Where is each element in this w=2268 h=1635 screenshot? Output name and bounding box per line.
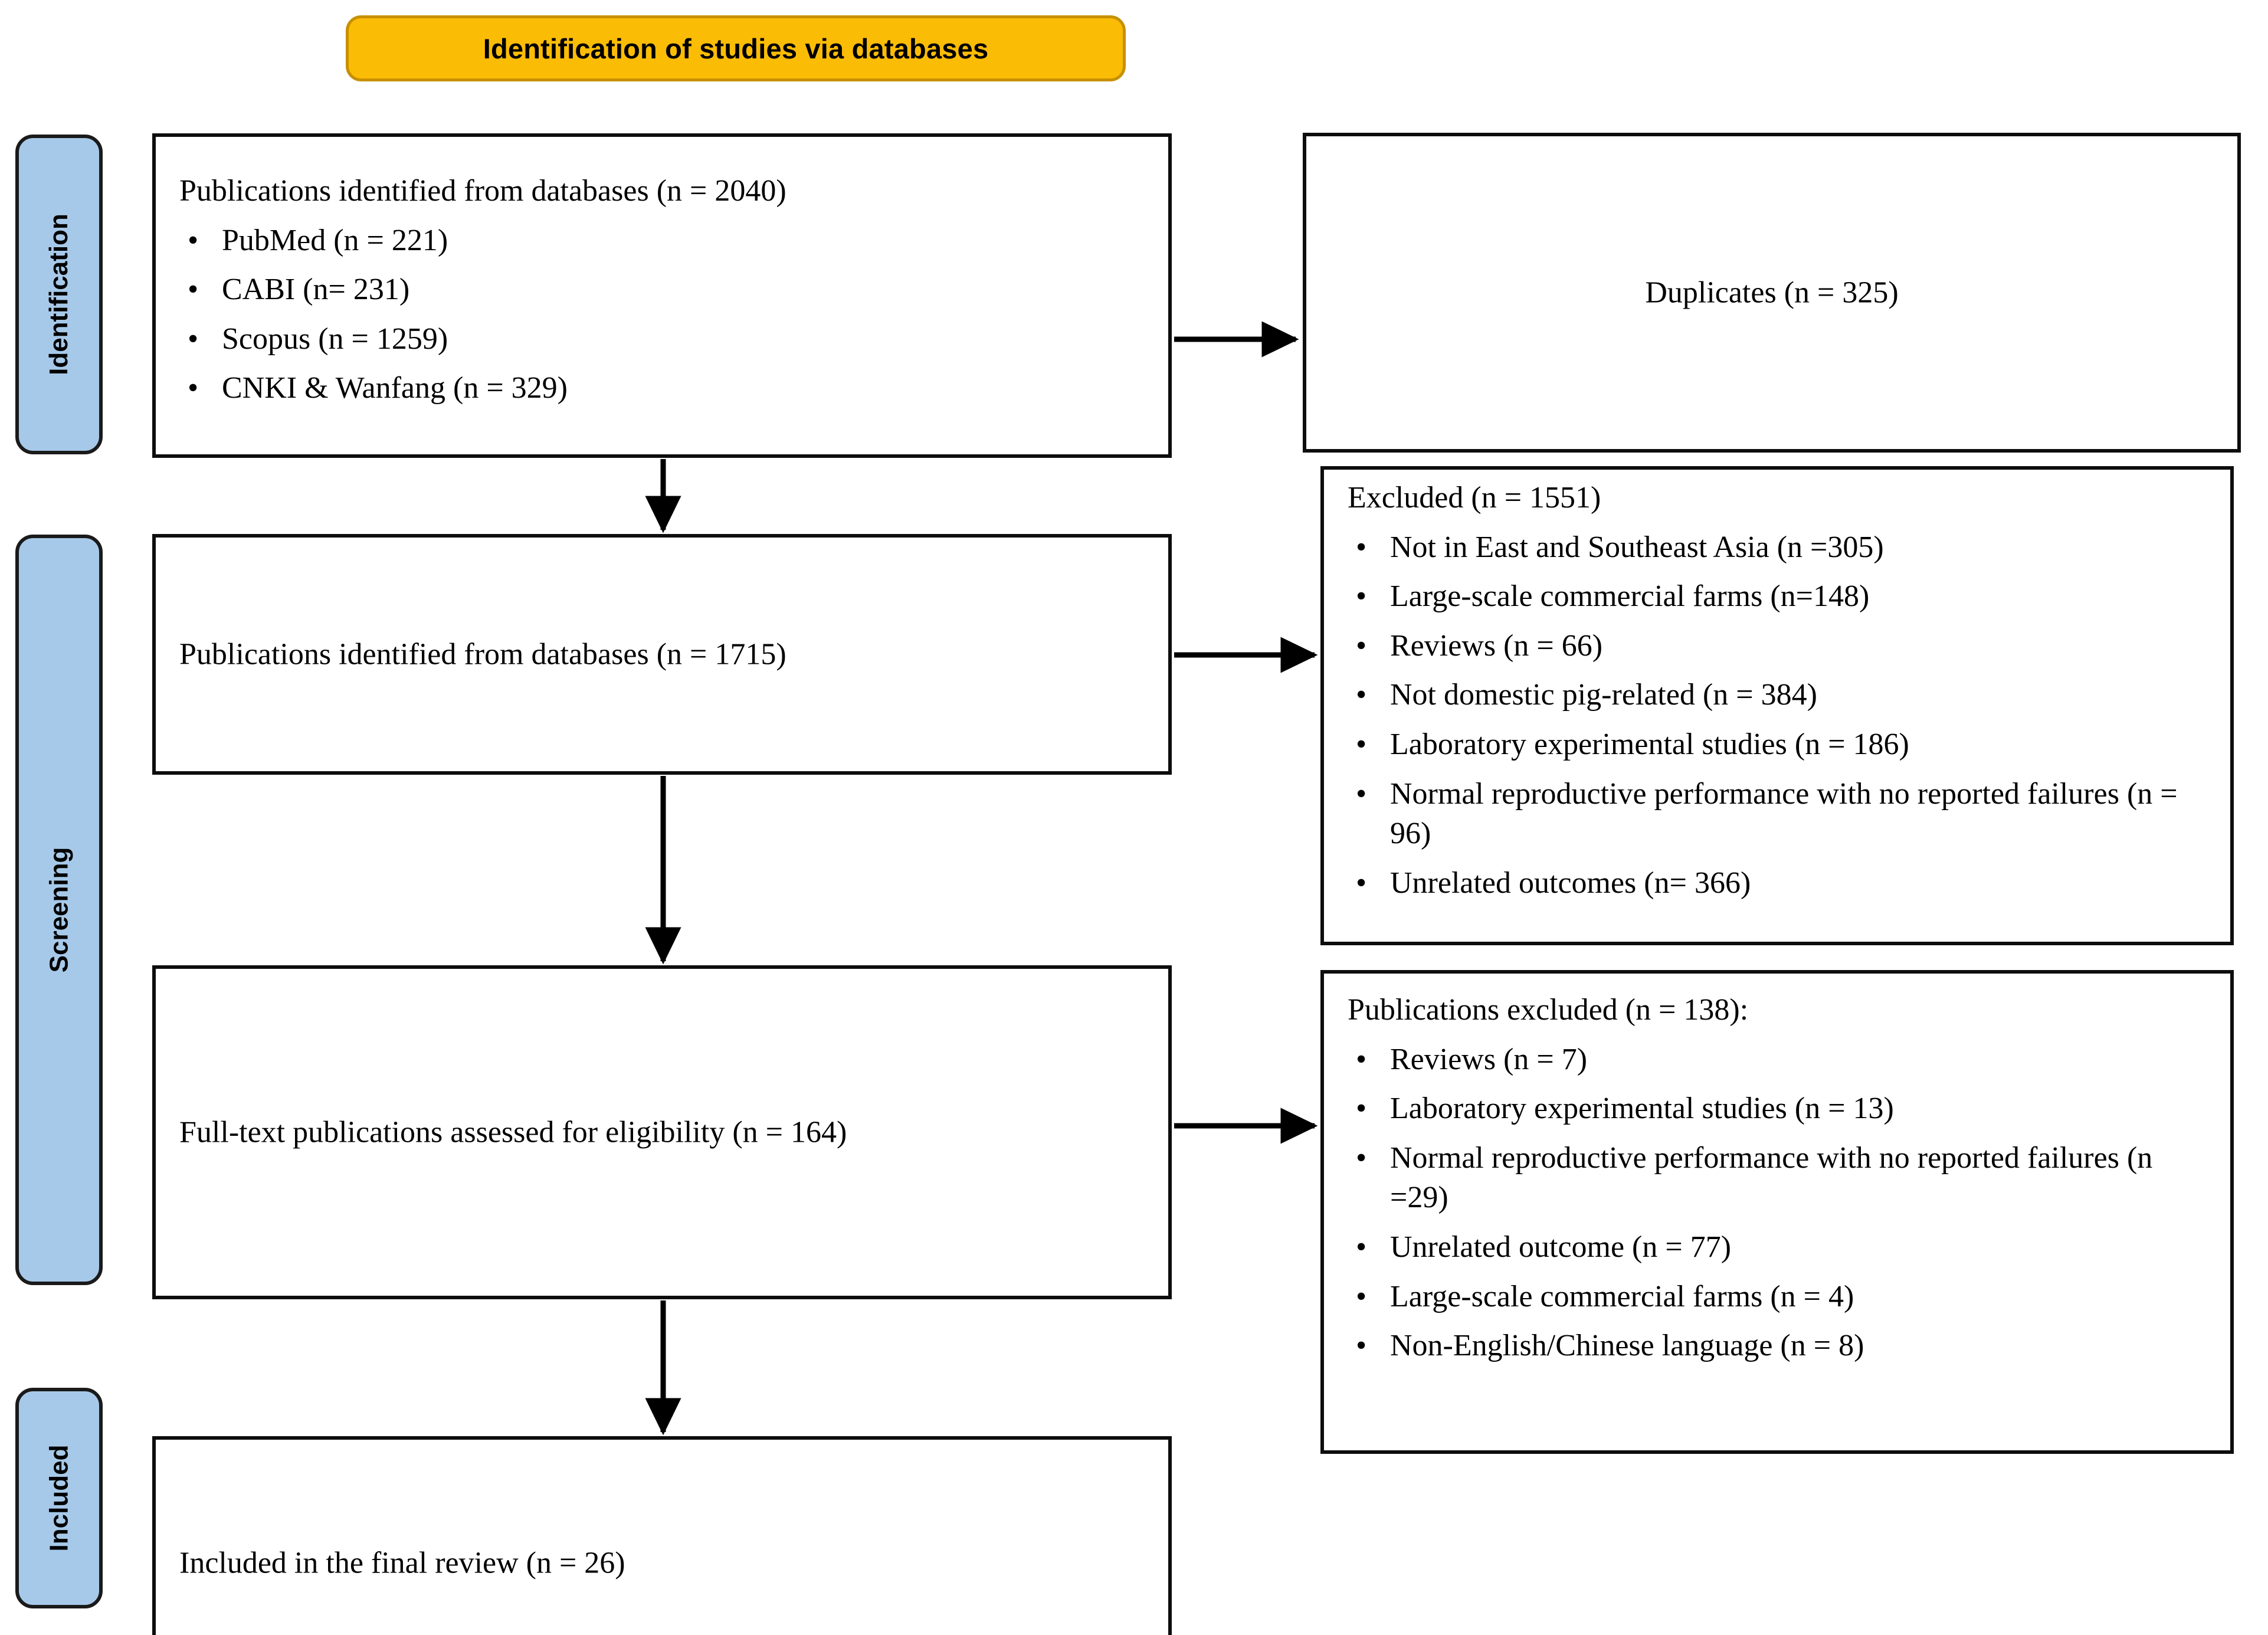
bullet-icon: • bbox=[1356, 1141, 1367, 1175]
list-item-label: Large-scale commercial farms (n = 4) bbox=[1390, 1279, 1854, 1313]
stage-tab-screening-label: Screening bbox=[44, 847, 73, 973]
list-item-label: Laboratory experimental studies (n = 186… bbox=[1390, 727, 1909, 761]
list-item-label: Not in East and Southeast Asia (n =305) bbox=[1390, 530, 1884, 564]
box-included-final-review-title: Included in the final review (n = 26) bbox=[179, 1546, 625, 1580]
box-publications-excluded-eligibility-title: Publications excluded (n = 138): bbox=[1348, 993, 1749, 1027]
list-item-label: Non-English/Chinese language (n = 8) bbox=[1390, 1329, 1864, 1363]
bullet-icon: • bbox=[1356, 1092, 1367, 1126]
list-item-label: Scopus (n = 1259) bbox=[222, 322, 448, 356]
list-item-label: Reviews (n = 7) bbox=[1390, 1042, 1588, 1076]
list-item: • Non-English/Chinese language (n = 8) bbox=[1348, 1326, 2215, 1366]
list-item: • Unrelated outcomes (n= 366) bbox=[1348, 863, 2215, 903]
bullet-icon: • bbox=[188, 322, 199, 356]
box-duplicates-title: Duplicates (n = 325) bbox=[1645, 276, 1899, 310]
list-item: • PubMed (n = 221) bbox=[179, 221, 1153, 261]
list-item-label: Unrelated outcomes (n= 366) bbox=[1390, 866, 1751, 900]
box-fulltext-assessed: Full-text publications assessed for elig… bbox=[152, 965, 1172, 1299]
bullet-icon: • bbox=[188, 273, 199, 307]
box-excluded-screening-list: • Not in East and Southeast Asia (n =305… bbox=[1348, 527, 2215, 903]
list-item: • Normal reproductive performance with n… bbox=[1348, 1138, 2215, 1218]
box-fulltext-assessed-title: Full-text publications assessed for elig… bbox=[179, 1115, 847, 1149]
list-item: • Large-scale commercial farms (n=148) bbox=[1348, 576, 2215, 617]
bullet-icon: • bbox=[1356, 628, 1367, 663]
box-included-final-review: Included in the final review (n = 26) bbox=[152, 1436, 1172, 1635]
box-publications-excluded-eligibility-list: • Reviews (n = 7) • Laboratory experimen… bbox=[1348, 1040, 2215, 1366]
list-item: • Not domestic pig-related (n = 384) bbox=[1348, 675, 2215, 715]
bullet-icon: • bbox=[1356, 1042, 1367, 1076]
box-publications-identified: Publications identified from databases (… bbox=[152, 133, 1172, 458]
bullet-icon: • bbox=[1356, 1329, 1367, 1363]
list-item-label: Normal reproductive performance with no … bbox=[1390, 776, 2178, 851]
list-item: • Large-scale commercial farms (n = 4) bbox=[1348, 1277, 2215, 1317]
stage-tab-included-label: Included bbox=[44, 1444, 73, 1552]
bullet-icon: • bbox=[1356, 1279, 1367, 1313]
list-item: • CABI (n= 231) bbox=[179, 270, 1153, 310]
list-item-label: CNKI & Wanfang (n = 329) bbox=[222, 371, 568, 405]
box-publications-deduplicated: Publications identified from databases (… bbox=[152, 534, 1172, 775]
bullet-icon: • bbox=[1356, 530, 1367, 564]
list-item-label: Normal reproductive performance with no … bbox=[1390, 1141, 2153, 1215]
bullet-icon: • bbox=[1356, 579, 1367, 614]
list-item: • Laboratory experimental studies (n = 1… bbox=[1348, 1089, 2215, 1129]
list-item: • Not in East and Southeast Asia (n =305… bbox=[1348, 527, 2215, 568]
list-item-label: CABI (n= 231) bbox=[222, 273, 410, 307]
box-duplicates: Duplicates (n = 325) bbox=[1303, 133, 2241, 453]
list-item: • Unrelated outcome (n = 77) bbox=[1348, 1227, 2215, 1267]
box-publications-deduplicated-title: Publications identified from databases (… bbox=[179, 637, 786, 671]
box-excluded-screening-title: Excluded (n = 1551) bbox=[1348, 481, 1601, 515]
list-item-label: Large-scale commercial farms (n=148) bbox=[1390, 579, 1870, 614]
box-publications-identified-title: Publications identified from databases (… bbox=[179, 174, 786, 208]
diagram-header-title: Identification of studies via databases bbox=[483, 32, 989, 64]
diagram-header-banner: Identification of studies via databases bbox=[346, 15, 1126, 81]
list-item: • Normal reproductive performance with n… bbox=[1348, 774, 2215, 854]
bullet-icon: • bbox=[1356, 866, 1367, 900]
stage-tab-identification: Identification bbox=[15, 135, 103, 454]
list-item-label: Unrelated outcome (n = 77) bbox=[1390, 1230, 1732, 1264]
list-item-label: PubMed (n = 221) bbox=[222, 223, 448, 257]
list-item-label: Not domestic pig-related (n = 384) bbox=[1390, 678, 1817, 712]
bullet-icon: • bbox=[1356, 678, 1367, 712]
stage-tab-included: Included bbox=[15, 1388, 103, 1608]
bullet-icon: • bbox=[1356, 1230, 1367, 1264]
bullet-icon: • bbox=[188, 371, 199, 405]
list-item: • CNKI & Wanfang (n = 329) bbox=[179, 368, 1153, 408]
stage-tab-identification-label: Identification bbox=[44, 214, 73, 375]
list-item-label: Laboratory experimental studies (n = 13) bbox=[1390, 1092, 1894, 1126]
list-item-label: Reviews (n = 66) bbox=[1390, 628, 1603, 663]
list-item: • Reviews (n = 66) bbox=[1348, 626, 2215, 666]
stage-tab-screening: Screening bbox=[15, 535, 103, 1285]
bullet-icon: • bbox=[188, 223, 199, 257]
list-item: • Laboratory experimental studies (n = 1… bbox=[1348, 725, 2215, 765]
list-item: • Reviews (n = 7) bbox=[1348, 1040, 2215, 1080]
list-item: • Scopus (n = 1259) bbox=[179, 319, 1153, 359]
box-excluded-screening: Excluded (n = 1551) • Not in East and So… bbox=[1320, 466, 2234, 945]
box-publications-excluded-eligibility: Publications excluded (n = 138): • Revie… bbox=[1320, 970, 2234, 1454]
bullet-icon: • bbox=[1356, 727, 1367, 761]
box-publications-identified-list: • PubMed (n = 221) • CABI (n= 231) • Sco… bbox=[179, 221, 1153, 408]
bullet-icon: • bbox=[1356, 776, 1367, 811]
